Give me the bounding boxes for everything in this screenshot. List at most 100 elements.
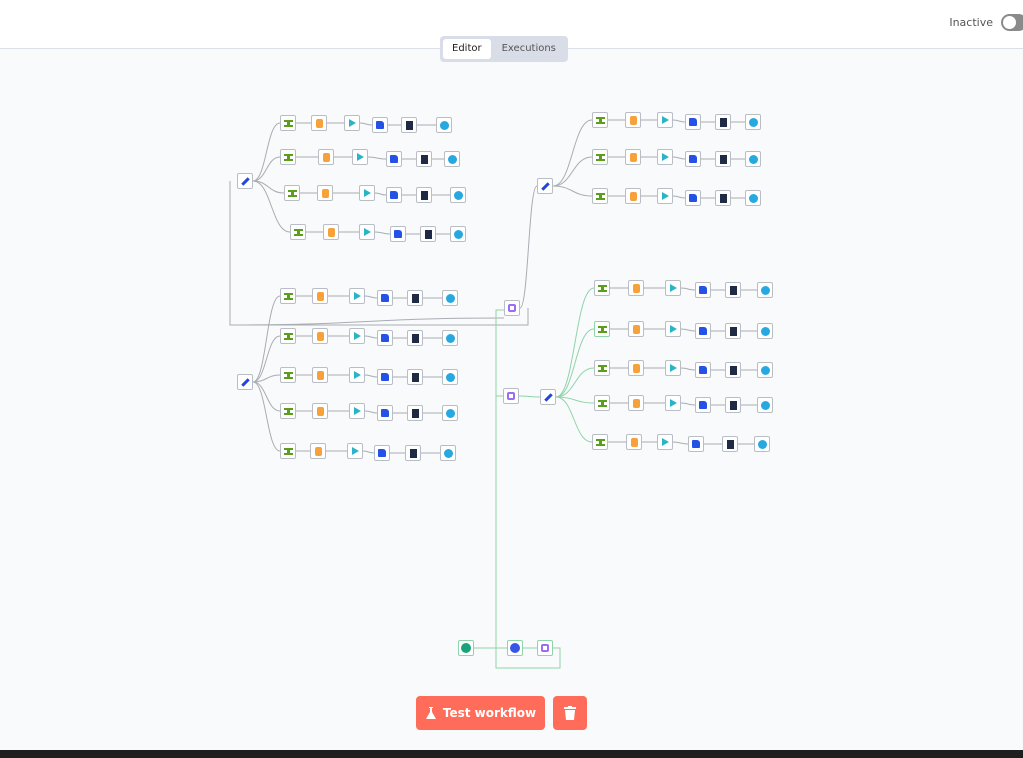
workflow-node-db[interactable] bbox=[312, 367, 328, 383]
workflow-node-merge[interactable] bbox=[359, 185, 375, 201]
connection[interactable] bbox=[374, 231, 391, 235]
workflow-node-sheet[interactable] bbox=[688, 436, 704, 452]
workflow-node-db[interactable] bbox=[312, 288, 328, 304]
workflow-node-doc[interactable] bbox=[725, 282, 741, 298]
connection[interactable] bbox=[519, 185, 538, 309]
workflow-node-merge[interactable] bbox=[349, 288, 365, 304]
test-workflow-button[interactable]: Test workflow bbox=[416, 696, 545, 730]
workflow-node-sheet[interactable] bbox=[374, 445, 390, 461]
workflow-node-doc[interactable] bbox=[401, 117, 417, 133]
connection[interactable] bbox=[555, 328, 595, 398]
workflow-node-merge[interactable] bbox=[349, 328, 365, 344]
workflow-node-filter[interactable] bbox=[592, 188, 608, 204]
connection[interactable] bbox=[552, 156, 593, 187]
connection[interactable] bbox=[680, 402, 696, 406]
workflow-node-filter[interactable] bbox=[592, 434, 608, 450]
workflow-node-filter[interactable] bbox=[592, 112, 608, 128]
connection[interactable] bbox=[555, 396, 593, 443]
workflow-node-edit[interactable] bbox=[237, 173, 253, 189]
workflow-node-doc[interactable] bbox=[725, 397, 741, 413]
workflow-node-db[interactable] bbox=[312, 403, 328, 419]
connection[interactable] bbox=[252, 335, 281, 383]
workflow-node-edit[interactable] bbox=[537, 178, 553, 194]
workflow-node-filter[interactable] bbox=[594, 395, 610, 411]
workflow-node-sheet[interactable] bbox=[377, 330, 393, 346]
workflow-node-doc[interactable] bbox=[715, 114, 731, 130]
connection[interactable] bbox=[364, 374, 378, 378]
workflow-node-db[interactable] bbox=[628, 395, 644, 411]
connection[interactable] bbox=[680, 328, 696, 332]
workflow-node-sheet[interactable] bbox=[377, 369, 393, 385]
workflow-node-merge[interactable] bbox=[657, 434, 673, 450]
connection[interactable] bbox=[552, 185, 593, 197]
workflow-node-db[interactable] bbox=[626, 434, 642, 450]
workflow-node-tele[interactable] bbox=[757, 323, 773, 339]
workflow-node-merge[interactable] bbox=[344, 115, 360, 131]
workflow-node-filter[interactable] bbox=[594, 280, 610, 296]
workflow-node-doc[interactable] bbox=[416, 187, 432, 203]
workflow-node-sheet[interactable] bbox=[390, 226, 406, 242]
connection[interactable] bbox=[364, 410, 378, 414]
workflow-node-sheet[interactable] bbox=[386, 151, 402, 167]
workflow-node-filter[interactable] bbox=[280, 149, 296, 165]
workflow-node-tele[interactable] bbox=[757, 282, 773, 298]
workflow-node-merge[interactable] bbox=[347, 443, 363, 459]
workflow-node-doc[interactable] bbox=[715, 190, 731, 206]
workflow-node-merge[interactable] bbox=[359, 224, 375, 240]
workflow-node-doc[interactable] bbox=[407, 330, 423, 346]
connection[interactable] bbox=[552, 119, 593, 187]
workflow-node-ai[interactable] bbox=[507, 640, 523, 656]
workflow-node-doc[interactable] bbox=[722, 436, 738, 452]
workflow-node-tele[interactable] bbox=[450, 226, 466, 242]
workflow-node-tele[interactable] bbox=[442, 369, 458, 385]
connection[interactable] bbox=[364, 335, 378, 339]
workflow-node-db[interactable] bbox=[317, 185, 333, 201]
workflow-node-tele[interactable] bbox=[745, 190, 761, 206]
connection[interactable] bbox=[229, 181, 529, 326]
workflow-node-sheet[interactable] bbox=[685, 114, 701, 130]
workflow-node-merge[interactable] bbox=[352, 149, 368, 165]
workflow-node-filter[interactable] bbox=[280, 115, 296, 131]
workflow-node-tele[interactable] bbox=[745, 114, 761, 130]
connection[interactable] bbox=[252, 122, 281, 182]
connection[interactable] bbox=[680, 367, 696, 371]
workflow-node-tele[interactable] bbox=[442, 330, 458, 346]
workflow-node-tele[interactable] bbox=[442, 290, 458, 306]
workflow-node-doc[interactable] bbox=[420, 226, 436, 242]
workflow-node-filter[interactable] bbox=[280, 288, 296, 304]
connection[interactable] bbox=[672, 195, 686, 199]
workflow-node-tele[interactable] bbox=[757, 397, 773, 413]
workflow-node-merge[interactable] bbox=[665, 321, 681, 337]
workflow-node-filter[interactable] bbox=[592, 149, 608, 165]
workflow-node-filter[interactable] bbox=[594, 321, 610, 337]
workflow-node-merge[interactable] bbox=[349, 403, 365, 419]
workflow-node-filter[interactable] bbox=[280, 328, 296, 344]
workflow-node-tele[interactable] bbox=[450, 187, 466, 203]
workflow-node-db[interactable] bbox=[628, 321, 644, 337]
workflow-node-merge[interactable] bbox=[349, 367, 365, 383]
connection[interactable] bbox=[252, 381, 281, 412]
workflow-node-db[interactable] bbox=[310, 443, 326, 459]
connection[interactable] bbox=[252, 156, 281, 182]
workflow-node-sheet[interactable] bbox=[377, 290, 393, 306]
connection[interactable] bbox=[672, 119, 686, 123]
connection[interactable] bbox=[495, 309, 561, 669]
tab-executions[interactable]: Executions bbox=[501, 43, 556, 54]
connection[interactable] bbox=[672, 156, 686, 160]
workflow-node-sheet[interactable] bbox=[695, 282, 711, 298]
workflow-node-join[interactable] bbox=[504, 300, 520, 316]
connection[interactable] bbox=[252, 374, 281, 383]
workflow-node-sheet[interactable] bbox=[695, 362, 711, 378]
connection[interactable] bbox=[680, 287, 696, 291]
workflow-node-filter[interactable] bbox=[280, 367, 296, 383]
workflow-node-db[interactable] bbox=[625, 149, 641, 165]
workflow-node-filter[interactable] bbox=[290, 224, 306, 240]
connection[interactable] bbox=[555, 367, 595, 398]
workflow-node-tele[interactable] bbox=[440, 445, 456, 461]
workflow-node-filter[interactable] bbox=[284, 185, 300, 201]
active-toggle[interactable] bbox=[1001, 14, 1023, 31]
workflow-node-sheet[interactable] bbox=[372, 117, 388, 133]
workflow-node-doc[interactable] bbox=[725, 362, 741, 378]
workflow-node-tele[interactable] bbox=[436, 117, 452, 133]
